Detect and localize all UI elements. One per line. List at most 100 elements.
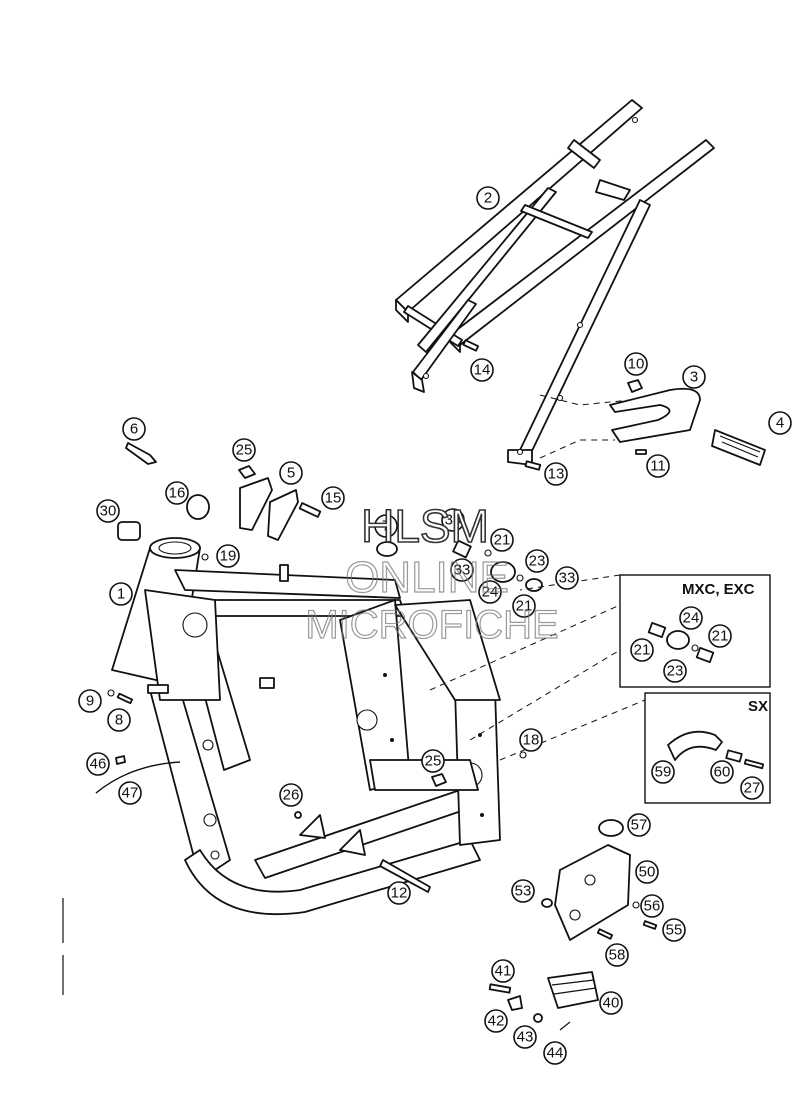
callout-15: 15 (321, 486, 345, 510)
rear-subframe (395, 99, 715, 466)
svg-text:21: 21 (712, 628, 729, 645)
callout-39: 39 (441, 508, 465, 532)
callout-21-b: 21 (512, 594, 536, 618)
svg-text:55: 55 (666, 922, 683, 939)
callout-21-d: 21 (708, 624, 732, 648)
svg-text:8: 8 (115, 712, 123, 729)
svg-text:15: 15 (325, 490, 342, 507)
callout-42: 42 (484, 1009, 508, 1033)
svg-text:11: 11 (650, 458, 666, 475)
callout-56: 56 (640, 894, 664, 918)
callout-14: 14 (470, 358, 494, 382)
svg-text:10: 10 (628, 356, 645, 373)
callout-21-c: 21 (630, 638, 654, 662)
callout-16: 16 (165, 481, 189, 505)
svg-text:4: 4 (776, 415, 784, 432)
svg-text:1: 1 (117, 586, 125, 603)
callout-25-a: 25 (232, 438, 256, 462)
svg-text:21: 21 (494, 532, 511, 549)
callout-9: 9 (78, 689, 102, 713)
callout-27: 27 (740, 776, 764, 800)
callouts: 1 2 3 4 5 6 7 8 9 10 11 12 13 14 15 16 1… (78, 186, 792, 1065)
svg-text:12: 12 (391, 885, 408, 902)
svg-text:21: 21 (634, 642, 651, 659)
svg-text:26: 26 (283, 787, 300, 804)
callout-25-b: 25 (421, 749, 445, 773)
callout-3: 3 (682, 365, 706, 389)
svg-text:5: 5 (287, 465, 295, 482)
callout-33-b: 33 (555, 566, 579, 590)
svg-text:58: 58 (609, 947, 626, 964)
callout-12: 12 (387, 881, 411, 905)
callout-8: 8 (107, 708, 131, 732)
callout-21-a: 21 (490, 528, 514, 552)
svg-text:53: 53 (515, 883, 532, 900)
svg-text:2: 2 (484, 190, 492, 207)
callout-7: 7 (374, 514, 398, 538)
svg-text:33: 33 (454, 562, 471, 579)
svg-text:25: 25 (425, 753, 442, 770)
svg-text:18: 18 (523, 732, 540, 749)
svg-text:16: 16 (169, 485, 186, 502)
svg-text:60: 60 (714, 764, 731, 781)
svg-text:40: 40 (603, 995, 620, 1012)
svg-text:44: 44 (547, 1045, 564, 1062)
svg-text:13: 13 (548, 466, 565, 483)
svg-text:23: 23 (667, 663, 684, 680)
callout-2: 2 (476, 186, 500, 210)
callout-30: 30 (96, 499, 120, 523)
svg-text:14: 14 (474, 362, 491, 379)
main-frame (111, 537, 501, 916)
svg-text:57: 57 (631, 817, 648, 834)
callout-10: 10 (624, 352, 648, 376)
callout-55: 55 (662, 918, 686, 942)
callout-6: 6 (122, 417, 146, 441)
svg-text:23: 23 (529, 553, 546, 570)
svg-text:47: 47 (122, 785, 139, 802)
callout-60: 60 (710, 760, 734, 784)
svg-text:24: 24 (482, 584, 499, 601)
leader-lines (429, 394, 646, 761)
callout-11: 11 (646, 454, 670, 478)
callout-23-a: 23 (525, 549, 549, 573)
callout-19: 19 (216, 544, 240, 568)
svg-text:50: 50 (639, 864, 656, 881)
svg-text:9: 9 (86, 693, 94, 710)
callout-58: 58 (605, 943, 629, 967)
svg-text:3: 3 (690, 369, 698, 386)
svg-text:39: 39 (445, 512, 462, 529)
svg-text:46: 46 (90, 756, 107, 773)
svg-text:19: 19 (220, 548, 237, 565)
callout-40: 40 (599, 991, 623, 1015)
svg-text:59: 59 (655, 764, 672, 781)
callout-24-b: 24 (679, 606, 703, 630)
callout-46: 46 (86, 752, 110, 776)
callout-24-a: 24 (478, 580, 502, 604)
callout-50: 50 (635, 860, 659, 884)
callout-47: 47 (118, 781, 142, 805)
svg-text:42: 42 (488, 1013, 505, 1030)
box-label-mxc-exc: MXC, EXC (682, 581, 755, 598)
box-label-sx: SX (748, 698, 768, 715)
callout-44: 44 (543, 1041, 567, 1065)
callout-26: 26 (279, 783, 303, 807)
svg-text:6: 6 (130, 421, 138, 438)
callout-13: 13 (544, 462, 568, 486)
svg-text:43: 43 (517, 1029, 534, 1046)
watermark-line-3: MICROFICHE (305, 603, 558, 647)
callout-4: 4 (768, 411, 792, 435)
svg-text:33: 33 (559, 570, 576, 587)
svg-text:27: 27 (744, 780, 761, 797)
svg-text:30: 30 (100, 503, 117, 520)
watermark-line-1: HLSM (361, 500, 489, 552)
callout-33-a: 33 (450, 558, 474, 582)
callout-57: 57 (627, 813, 651, 837)
svg-text:7: 7 (382, 518, 390, 535)
watermark-line-2: ONLINE (345, 553, 509, 602)
callout-41: 41 (491, 959, 515, 983)
callout-1: 1 (109, 582, 133, 606)
svg-text:21: 21 (516, 598, 533, 615)
callout-43: 43 (513, 1025, 537, 1049)
watermark: HLSM ONLINE MICROFICHE (305, 499, 560, 647)
